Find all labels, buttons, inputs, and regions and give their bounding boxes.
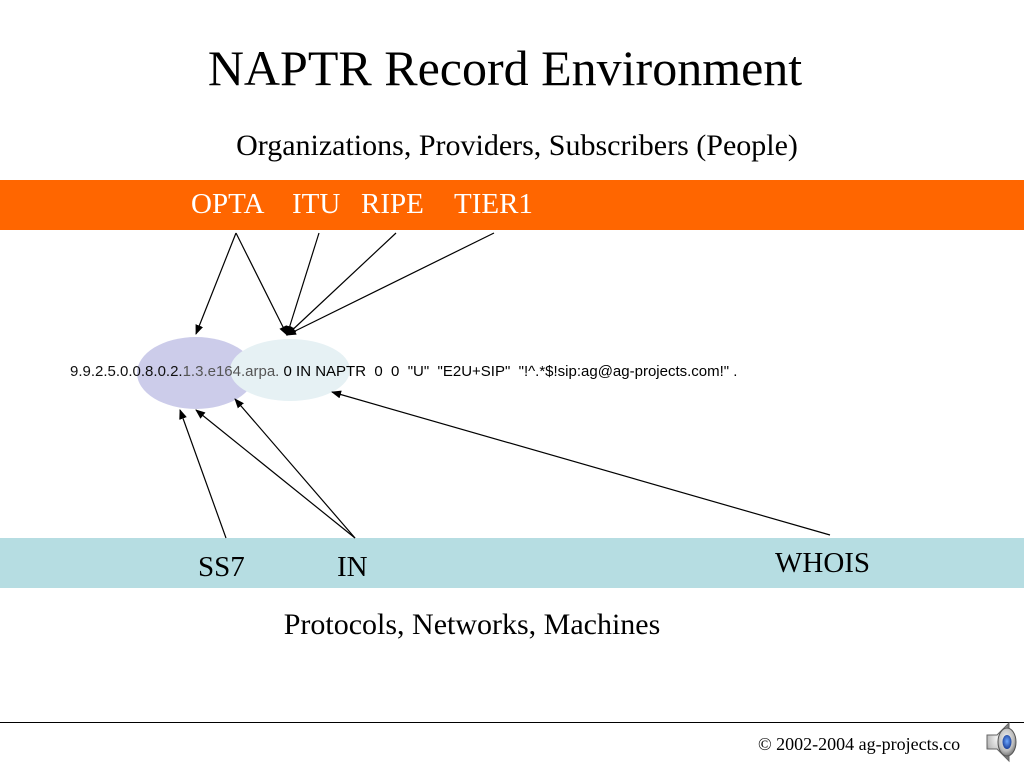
record-domain-right: 1.3.e164.arpa. [182,363,280,380]
record-rest: 0 IN NAPTR 0 0 "U" "E2U+SIP" "!^.*$!sip:… [279,363,738,380]
arrow-itu-to-right [285,232,320,336]
label-in: IN [337,551,368,583]
arrow-whois-to-right [331,390,831,536]
arrow-ss7-to-left [179,409,227,539]
label-ripe: RIPE [361,188,424,220]
arrow-ripe-to-right [286,232,397,336]
page-title: NAPTR Record Environment [207,40,803,96]
bottom-caption: Protocols, Networks, Machines [283,608,661,641]
arrow-opta-to-right [235,232,288,336]
label-tier1: TIER1 [454,188,533,220]
arrow-tier1-to-right [286,232,495,336]
copyright-text: © 2002-2004 ag-projects.co [758,734,961,754]
footer-divider [0,722,1024,723]
arrow-in-to-right [234,398,356,539]
label-ss7: SS7 [198,551,245,583]
arrow-in-to-left [195,409,356,539]
label-itu: ITU [292,188,341,220]
arrow-opta-to-left [195,232,237,335]
speaker-icon[interactable] [983,719,1023,765]
organizations-band: OPTA ITU RIPE TIER1 [0,180,1024,230]
naptr-record-line: 9.9.2.5.0.0.8.0.2.1.3.e164.arpa. 0 IN NA… [70,362,737,382]
protocols-band: SS7 IN WHOIS [0,538,1024,588]
subtitle: Organizations, Providers, Subscribers (P… [236,129,798,162]
domain-right-ellipse [230,339,350,401]
label-whois: WHOIS [775,547,871,579]
record-domain-left: 9.9.2.5.0.0.8.0.2. [70,363,183,380]
label-opta: OPTA [191,188,265,220]
